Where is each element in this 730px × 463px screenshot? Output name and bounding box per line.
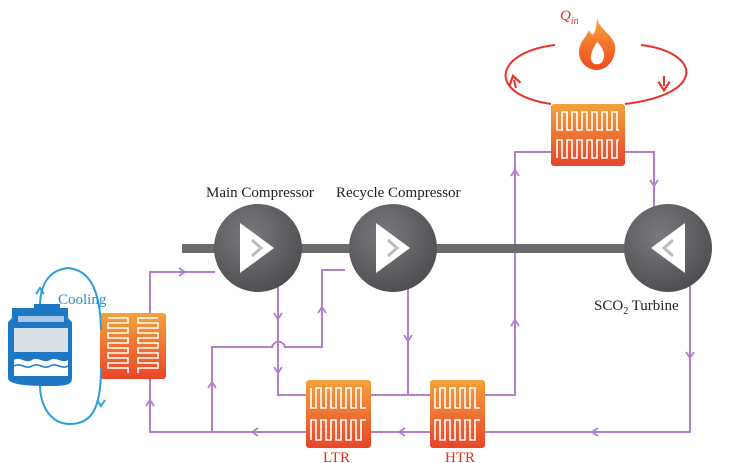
flow-arrows — [145, 168, 695, 437]
main-compressor — [214, 204, 302, 292]
shaft — [182, 244, 702, 253]
heat-input-label: Qin — [560, 8, 579, 27]
htr-label: HTR — [445, 450, 475, 463]
htr-exchanger — [430, 380, 485, 448]
turbine — [624, 204, 712, 292]
heat-input-loop — [504, 44, 688, 105]
cooler-exchanger — [100, 313, 166, 379]
flow-lines — [149, 151, 691, 433]
recycle-compressor — [349, 204, 437, 292]
heater-exchanger — [551, 104, 625, 166]
cooling-tower-icon — [8, 304, 72, 386]
main-compressor-label: Main Compressor — [206, 185, 314, 201]
turbine-label: SCO2 Turbine — [594, 298, 679, 317]
ltr-exchanger — [306, 380, 371, 448]
flame-icon — [579, 18, 616, 70]
cooling-loop — [35, 266, 106, 426]
cooling-label: Cooling — [58, 292, 107, 308]
ltr-label: LTR — [323, 450, 350, 463]
recycle-compressor-label: Recycle Compressor — [336, 185, 461, 201]
